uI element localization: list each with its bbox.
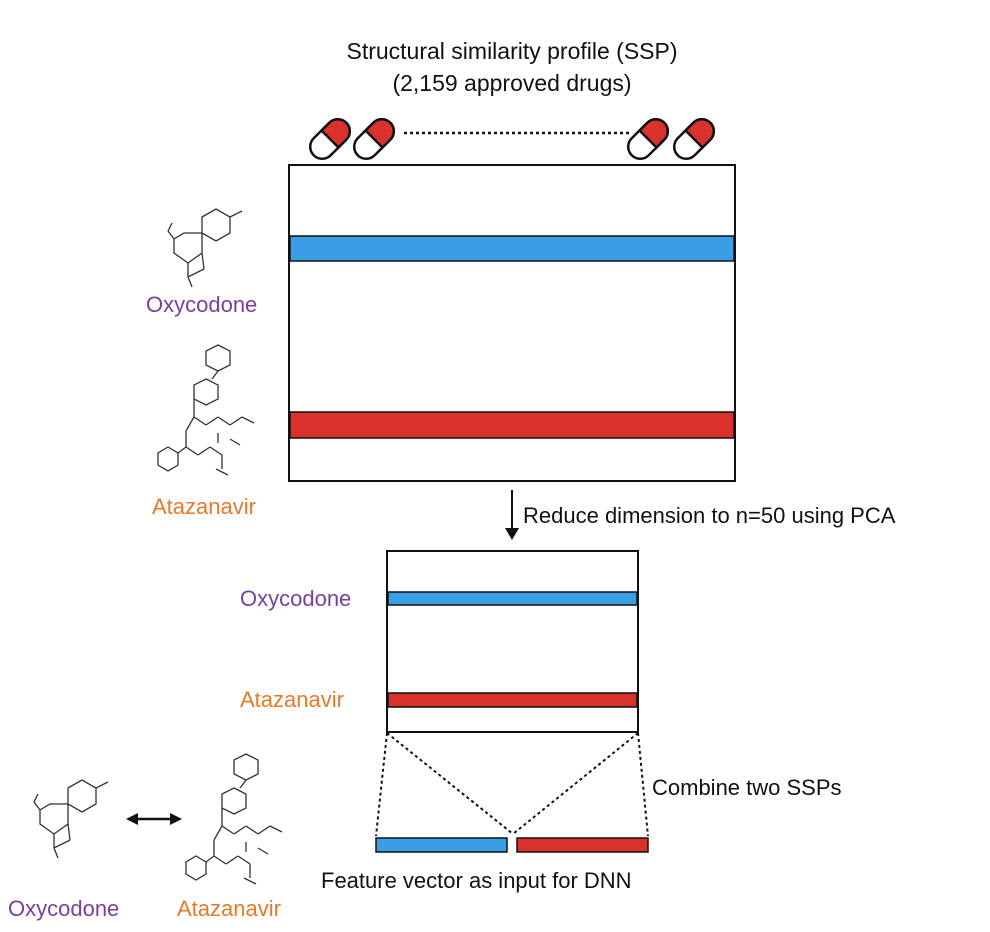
reduced-atazanavir-label: Atazanavir	[240, 687, 344, 712]
combine-step-label: Combine two SSPs	[652, 775, 842, 800]
molecule-structure-icon	[33, 779, 109, 859]
reduced-oxycodone-label: Oxycodone	[240, 586, 352, 611]
atazanavir-label: Atazanavir	[152, 494, 256, 519]
atazanavir-row	[289, 411, 735, 439]
pill-icon	[622, 113, 674, 165]
molecule-structure-icon	[157, 344, 255, 476]
oxycodone-row	[289, 235, 735, 262]
pair-oxycodone-label: Oxycodone	[8, 896, 120, 921]
reduced-atazanavir-row	[387, 692, 638, 708]
feature-vector-oxycodone	[375, 837, 508, 853]
ssp-subtitle: (2,159 approved drugs)	[392, 70, 632, 96]
oxycodone-label: Oxycodone	[146, 292, 258, 317]
double-arrow-right-head	[170, 813, 182, 825]
combine-lines	[375, 732, 649, 837]
pill-icon	[304, 113, 356, 165]
pill-icon	[668, 113, 720, 165]
molecule-structure-icon	[167, 208, 243, 288]
double-arrow-left-head	[126, 813, 138, 825]
down-arrow-head	[505, 528, 519, 540]
feature-vector-caption: Feature vector as input for DNN	[321, 868, 632, 893]
pair-atazanavir-label: Atazanavir	[177, 896, 281, 921]
molecule-structure-icon	[185, 753, 283, 885]
reduce-step-label: Reduce dimension to n=50 using PCA	[523, 503, 896, 528]
reduced-oxycodone-row	[387, 591, 638, 606]
feature-vector-atazanavir	[516, 837, 649, 853]
ssp-title: Structural similarity profile (SSP)	[346, 38, 678, 64]
pill-icon	[348, 113, 400, 165]
